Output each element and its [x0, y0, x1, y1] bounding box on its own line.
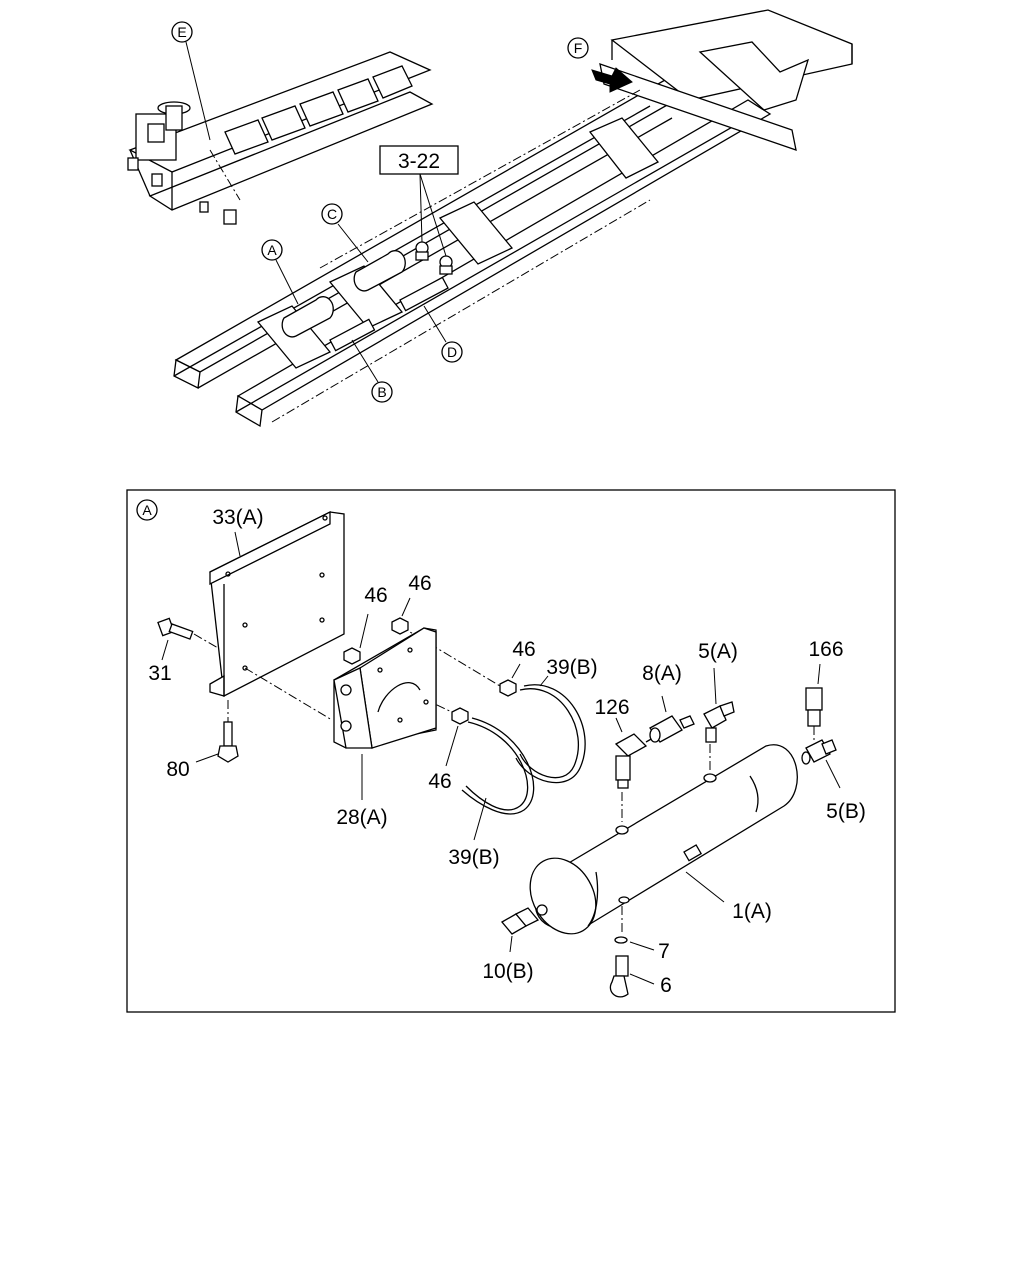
svg-text:A: A [142, 502, 152, 518]
callout-d: D [423, 305, 463, 363]
pipe-39b-upper: 39(B) [515, 656, 598, 784]
svg-text:F: F [574, 40, 583, 56]
svg-text:A: A [267, 242, 277, 258]
nut-46-a: 46 [343, 584, 388, 665]
svg-text:28(A): 28(A) [336, 806, 387, 829]
valve-166: 166 [805, 638, 844, 742]
svg-text:1(A): 1(A) [732, 900, 772, 923]
svg-text:C: C [327, 206, 337, 222]
svg-text:5(B): 5(B) [826, 800, 866, 823]
callout-b: B [351, 339, 393, 403]
svg-text:166: 166 [808, 638, 843, 661]
valve-group-overview [415, 241, 453, 275]
svg-text:39(B): 39(B) [546, 656, 597, 679]
svg-text:3-22: 3-22 [398, 150, 440, 173]
svg-text:46: 46 [364, 584, 387, 607]
svg-text:46: 46 [512, 638, 535, 661]
svg-text:46: 46 [408, 572, 431, 595]
bracket-28a: 28(A) [333, 627, 437, 829]
svg-text:80: 80 [166, 758, 189, 781]
svg-text:5(A): 5(A) [698, 640, 738, 663]
svg-text:10(B): 10(B) [482, 960, 533, 983]
main-ladder-frame [173, 9, 853, 428]
elbow-5a: 5(A) [698, 640, 738, 772]
svg-text:8(A): 8(A) [642, 662, 682, 685]
air-tank-c-overview [353, 250, 406, 292]
callout-e: E [171, 21, 211, 141]
detail-panel-a: A 33(A) 31 [126, 489, 896, 1013]
svg-text:33(A): 33(A) [212, 506, 263, 529]
valve-8a: 8(A) [642, 662, 695, 743]
reference-box-3-22: 3-22 [379, 145, 459, 257]
callout-c: C [321, 203, 369, 263]
bolt-80: 80 [166, 700, 239, 781]
view-label-a: A [136, 499, 158, 521]
front-frame-section [127, 51, 434, 225]
svg-text:6: 6 [660, 974, 672, 997]
mounting-plate-33a: 33(A) [209, 506, 345, 698]
washer-7: 7 [614, 906, 670, 963]
air-tank-a-overview [281, 296, 334, 338]
callout-a: A [261, 239, 299, 305]
air-tank-1a: 1(A) [529, 744, 811, 935]
svg-text:7: 7 [658, 940, 670, 963]
svg-text:B: B [377, 384, 386, 400]
nut-46-b: 46 [391, 572, 432, 635]
chassis-overview: E F C A B D [127, 9, 853, 428]
pipe-39b-lower: 39(B) [448, 717, 535, 869]
svg-text:39(B): 39(B) [448, 846, 499, 869]
nut-46-c: 46 [499, 638, 536, 697]
tee-fitting-5b: 5(B) [805, 739, 866, 823]
svg-text:31: 31 [148, 662, 171, 685]
svg-text:D: D [447, 344, 457, 360]
plug-10b: 10(B) [482, 907, 540, 983]
drain-cock-6: 6 [609, 955, 672, 998]
svg-text:126: 126 [594, 696, 629, 719]
callout-f: F [567, 37, 589, 59]
bolt-31: 31 [148, 617, 219, 685]
svg-text:E: E [177, 24, 186, 40]
elbow-fitting-126: 126 [594, 696, 661, 822]
nut-46-d: 46 [428, 707, 469, 793]
svg-text:46: 46 [428, 770, 451, 793]
